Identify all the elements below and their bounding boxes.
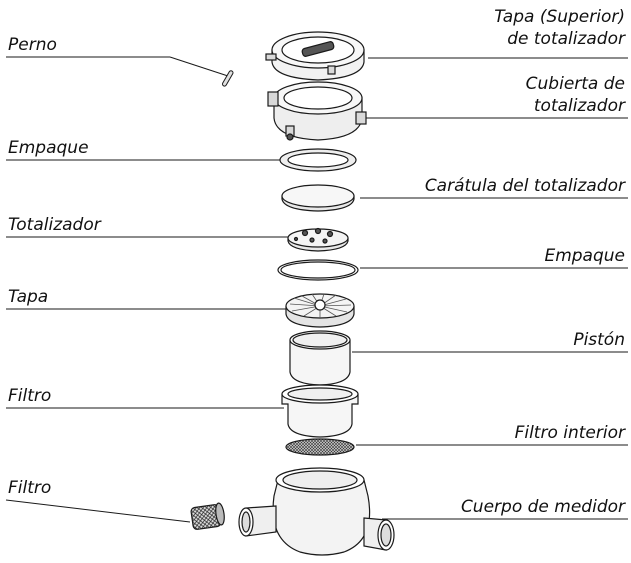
tapa-superior-part	[265, 31, 365, 81]
label-tapa-superior-line1: Tapa (Superior)	[494, 7, 625, 27]
label-piston: Pistón	[573, 330, 625, 350]
label-filtro-interior: Filtro interior	[514, 423, 625, 443]
cubierta-part	[267, 81, 367, 141]
label-filtro-left: Filtro	[8, 386, 52, 406]
totalizador-part	[287, 227, 349, 252]
label-tapa: Tapa	[8, 287, 49, 307]
label-caratula: Carátula del totalizador	[424, 176, 625, 196]
filtro-interior-part	[285, 438, 355, 456]
label-cubierta-line1: Cubierta de	[525, 74, 625, 94]
cuerpo-part	[238, 467, 395, 556]
empaque-top-part	[279, 148, 357, 172]
label-totalizador: Totalizador	[8, 215, 101, 235]
label-cubierta-line2: totalizador	[533, 96, 625, 116]
filtro-inlet-part	[190, 502, 225, 530]
leader-filtro-inlet	[5, 499, 191, 523]
piston-part	[289, 330, 351, 386]
label-tapa-superior-line2: de totalizador	[507, 29, 625, 49]
filtro-part	[281, 384, 359, 438]
label-filtro-inlet: Filtro	[8, 478, 52, 498]
label-cuerpo: Cuerpo de medidor	[460, 497, 625, 517]
label-empaque-bottom: Empaque	[544, 246, 625, 266]
leader-perno-diag	[169, 56, 229, 77]
perno-part	[222, 70, 234, 87]
tapa-part	[285, 293, 355, 328]
empaque-bottom-part	[277, 259, 359, 281]
caratula-part	[281, 184, 355, 212]
label-empaque-top: Empaque	[8, 138, 89, 158]
label-perno: Perno	[8, 35, 57, 55]
